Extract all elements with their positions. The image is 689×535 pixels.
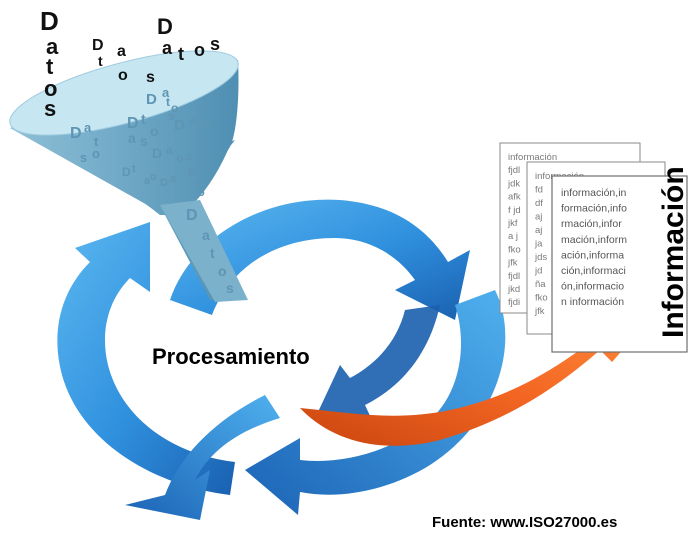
datos-letter: t [46, 54, 54, 79]
document-text-line: jfk [534, 306, 545, 317]
document-text-line: ón,informacio [561, 281, 624, 293]
document-text-line: afk [508, 192, 521, 203]
document-text-line: ación,informa [561, 249, 624, 261]
svg-text:a: a [190, 112, 198, 127]
datos-letter: D [40, 6, 59, 36]
svg-text:D: D [152, 145, 162, 161]
datos-letters-falling: D a t o s D t a o s D a t o s [40, 6, 220, 121]
document-text-line: ja [534, 239, 543, 250]
svg-text:D: D [186, 207, 198, 224]
svg-text:a: a [128, 130, 136, 146]
svg-text:a: a [202, 227, 210, 243]
document-text-line: información [508, 152, 557, 163]
document-text-line: formación,info [561, 203, 627, 215]
document-text-line: mación,inform [561, 234, 627, 246]
source-credit: Fuente: www.ISO27000.es [432, 514, 617, 531]
svg-text:o: o [150, 123, 159, 139]
svg-text:a: a [170, 173, 177, 185]
documents-stack: información fjdl jdk afk f jd jkf a j fko jfk fjd… [499, 142, 688, 353]
datos-letter: s [210, 34, 220, 54]
svg-text:t: t [196, 123, 200, 137]
svg-text:t: t [94, 134, 99, 149]
document-text-line: jdk [507, 178, 520, 189]
datos-letter: t [98, 53, 103, 69]
document-text-line: jds [534, 252, 547, 263]
document-text-line: fd [535, 185, 543, 196]
document-text-line: fjdl [508, 271, 520, 282]
svg-text:D: D [70, 125, 82, 142]
svg-text:a: a [144, 175, 151, 187]
svg-text:D: D [188, 167, 196, 179]
document-text-line: información,in [561, 187, 627, 199]
datos-letter: t [178, 44, 184, 64]
datos-letter: s [146, 69, 155, 86]
svg-text:t: t [141, 111, 146, 127]
svg-text:o: o [202, 116, 210, 131]
document-front: información,in formación,info rmación,info… [551, 175, 688, 353]
document-text-line: jkf [507, 218, 518, 229]
document-text-line: jd [534, 266, 542, 277]
svg-text:D: D [160, 177, 168, 189]
svg-text:a: a [162, 85, 170, 100]
svg-text:o: o [171, 101, 178, 115]
datos-letter: s [44, 96, 56, 121]
processing-label: Procesamiento [152, 344, 310, 369]
svg-text:s: s [140, 133, 148, 149]
svg-text:s: s [80, 150, 87, 165]
cycle-arrow-inner [318, 305, 440, 420]
svg-text:o: o [198, 187, 205, 199]
datos-letter: o [44, 76, 57, 101]
document-text-line: ña [535, 279, 546, 290]
svg-text:a: a [166, 143, 173, 157]
svg-text:a: a [194, 177, 201, 189]
document-text-line: aj [535, 225, 542, 236]
cycle-arrow-bottom-head [125, 395, 280, 520]
document-text-line: rmación,infor [561, 218, 622, 230]
funnel [9, 50, 248, 302]
svg-text:o: o [176, 151, 183, 165]
document-text-line: aj [535, 212, 542, 223]
datos-letter: a [117, 43, 126, 60]
datos-letters-in-funnel: D a t o s D t a s o D a t o s D a t o D … [70, 85, 234, 296]
svg-text:o: o [218, 263, 227, 279]
svg-text:D: D [146, 91, 157, 108]
datos-letter: a [46, 34, 59, 59]
cycle-arrow-top [170, 199, 470, 320]
document-text-line: jkd [507, 284, 520, 295]
document-text-line: f jd [508, 205, 521, 216]
document-text-line: ción,informaci [561, 265, 626, 277]
svg-text:D: D [174, 117, 185, 134]
datos-letter: o [194, 40, 205, 60]
datos-letter: a [162, 38, 173, 58]
svg-text:s: s [226, 280, 234, 296]
cycle-arrows [57, 199, 506, 520]
svg-text:a: a [84, 120, 92, 135]
document-text-line: fko [535, 293, 548, 304]
document-text-line: n información [561, 296, 624, 308]
document-text-line: jfk [507, 258, 518, 269]
svg-text:o: o [92, 146, 100, 161]
document-text-line: fko [508, 244, 521, 255]
svg-text:s: s [168, 109, 175, 123]
funnel-rim [9, 50, 239, 136]
document-text-line: a j [508, 231, 518, 242]
cycle-arrow-left [57, 222, 235, 495]
svg-text:D: D [127, 115, 139, 132]
funnel-stem [160, 200, 248, 302]
datos-letter: D [92, 37, 104, 54]
document-text-line: df [535, 198, 543, 209]
cycle-arrow-right [245, 290, 506, 515]
svg-text:t: t [166, 95, 170, 109]
svg-text:D: D [122, 165, 131, 179]
svg-text:t: t [210, 245, 215, 261]
datos-letter: o [118, 67, 128, 84]
datos-letter: D [157, 14, 173, 39]
svg-text:s: s [186, 149, 193, 163]
document-text-line: fjdi [508, 297, 520, 308]
svg-text:t: t [132, 163, 136, 175]
document-text-line: fjdl [508, 165, 520, 176]
svg-text:o: o [150, 171, 157, 183]
informacion-label: Información [657, 166, 689, 338]
